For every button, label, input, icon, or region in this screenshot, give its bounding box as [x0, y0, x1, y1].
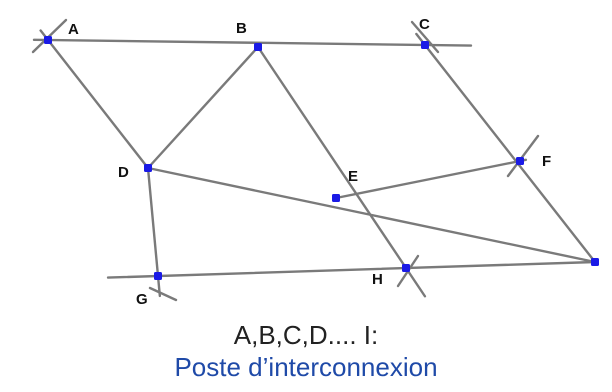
caption-nodes-list: A,B,C,D.... I:	[233, 320, 379, 350]
node-h	[402, 264, 410, 272]
edge-e-f	[334, 158, 528, 200]
node-d	[144, 164, 152, 172]
edge-a-c	[32, 38, 473, 47]
edge-c-i	[415, 32, 597, 264]
node-label-d: D	[118, 164, 129, 181]
edge-b-d	[146, 45, 260, 170]
construction-tick	[410, 20, 440, 54]
caption-title: Poste d’interconnexion	[174, 352, 438, 382]
node-a	[44, 36, 52, 44]
node-label-b: B	[236, 20, 247, 37]
node-f	[516, 157, 524, 165]
nodes-layer	[44, 36, 599, 280]
node-c	[421, 41, 429, 49]
edges-layer	[31, 18, 597, 302]
node-label-c: C	[419, 16, 430, 33]
edge-d-i	[146, 166, 597, 264]
construction-tick	[506, 134, 540, 178]
node-label-a: A	[68, 21, 79, 38]
node-label-f: F	[542, 153, 551, 170]
edge-g-i	[106, 260, 597, 279]
labels-layer: A B C D E F G H	[68, 16, 551, 308]
node-b	[254, 43, 262, 51]
edge-b-h	[256, 45, 427, 298]
construction-tick	[148, 286, 178, 302]
node-g	[154, 272, 162, 280]
node-label-g: G	[136, 291, 148, 308]
node-i	[591, 258, 599, 266]
node-label-e: E	[348, 168, 358, 185]
edge-a-d	[39, 29, 150, 170]
node-label-h: H	[372, 271, 383, 288]
node-e	[332, 194, 340, 202]
